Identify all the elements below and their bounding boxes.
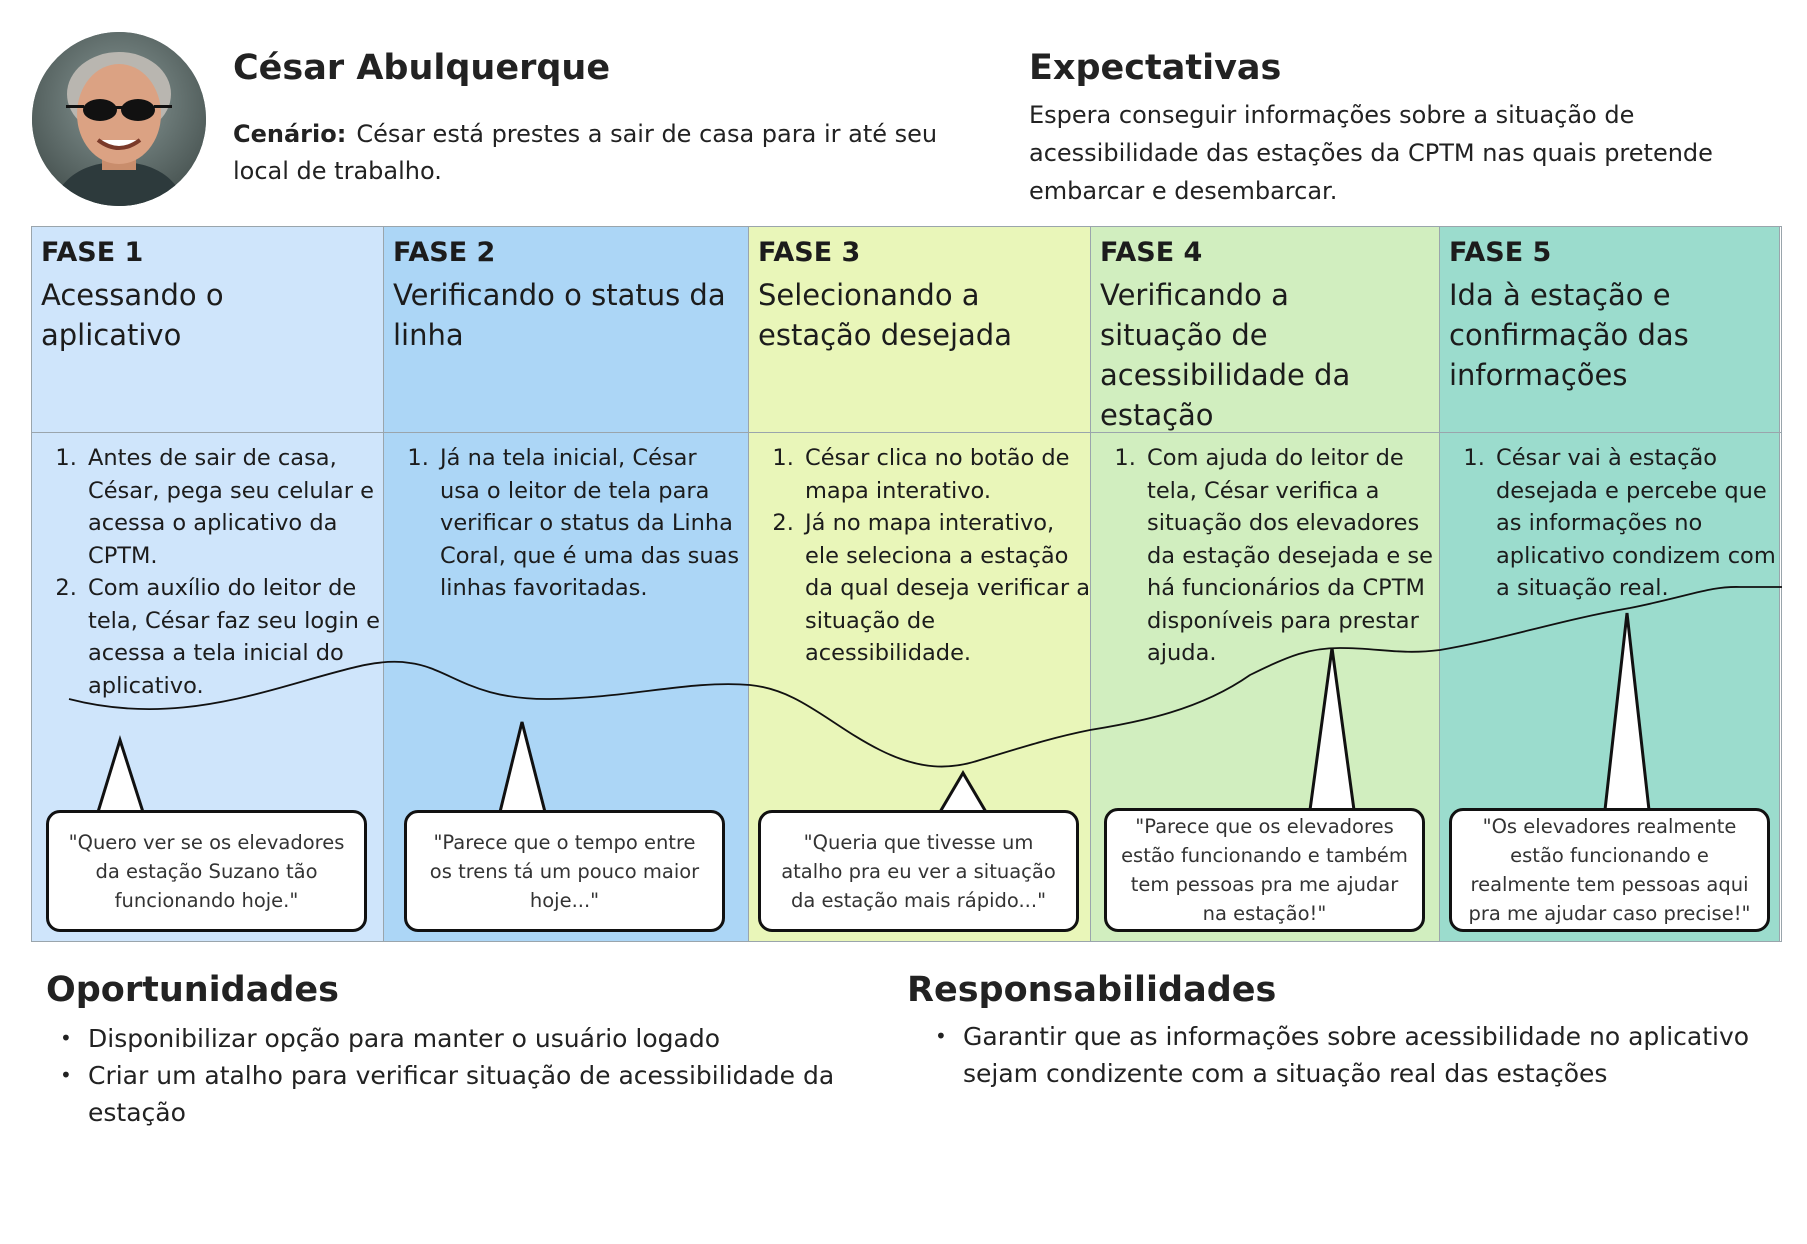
header-divider xyxy=(32,432,1781,433)
phase-steps: Já na tela inicial, César usa o leitor d… xyxy=(384,442,741,605)
phase-title: Acessando o aplicativo xyxy=(41,278,224,352)
step-item: Antes de sair de casa, César, pega seu c… xyxy=(84,442,384,572)
phase-steps: César vai à estação desejada e percebe q… xyxy=(1440,442,1782,605)
scenario-text: César está prestes a sair de casa para i… xyxy=(233,120,938,185)
step-item: Com auxílio do leitor de tela, César faz… xyxy=(84,572,384,702)
phase-steps: César clica no botão de mapa interativo.… xyxy=(749,442,1091,670)
phase-title: Ida à estação e confirmação das informaç… xyxy=(1449,278,1689,392)
step-item: César clica no botão de mapa interativo. xyxy=(801,442,1091,507)
responsibilities-title: Responsabilidades xyxy=(907,970,1277,1010)
phase-label: FASE 4 xyxy=(1100,237,1203,268)
step-item: Com ajuda do leitor de tela, César verif… xyxy=(1143,442,1433,670)
phase-label: FASE 3 xyxy=(758,237,861,268)
quote-bubble-3: "Queria que tivesse um atalho pra eu ver… xyxy=(758,810,1079,932)
persona-scenario: Cenário:César está prestes a sair de cas… xyxy=(233,116,973,190)
step-item: César vai à estação desejada e percebe q… xyxy=(1492,442,1782,605)
expectations-title: Expectativas xyxy=(1029,48,1282,88)
opportunities-title: Oportunidades xyxy=(46,970,339,1010)
quote-bubble-2: "Parece que o tempo entre os trens tá um… xyxy=(404,810,725,932)
quote-bubble-5: "Os elevadores realmente estão funcionan… xyxy=(1449,808,1770,932)
phase-title: Verificando o status da linha xyxy=(393,278,726,352)
phase-title: Selecionando a estação desejada xyxy=(758,278,1012,352)
phase-label: FASE 2 xyxy=(393,237,496,268)
phase-steps: Com ajuda do leitor de tela, César verif… xyxy=(1091,442,1433,670)
opportunity-item: Disponibilizar opção para manter o usuár… xyxy=(46,1020,846,1057)
persona-photo xyxy=(32,32,206,206)
phase-steps: Antes de sair de casa, César, pega seu c… xyxy=(32,442,384,702)
responsibilities-list: Garantir que as informações sobre acessi… xyxy=(921,1018,1761,1092)
phase-label: FASE 5 xyxy=(1449,237,1552,268)
quote-bubble-4: "Parece que os elevadores estão funciona… xyxy=(1104,808,1425,932)
step-item: Já no mapa interativo, ele seleciona a e… xyxy=(801,507,1091,670)
persona-avatar xyxy=(32,32,206,206)
expectations-text: Espera conseguir informações sobre a sit… xyxy=(1029,101,1713,205)
opportunities-list: Disponibilizar opção para manter o usuár… xyxy=(46,1020,846,1131)
phase-label: FASE 1 xyxy=(41,237,144,268)
scenario-label: Cenário: xyxy=(233,120,347,148)
phase-title: Verificando a situação de acessibilidade… xyxy=(1100,278,1351,432)
step-item: Já na tela inicial, César usa o leitor d… xyxy=(436,442,741,605)
persona-name: César Abulquerque xyxy=(233,48,611,88)
responsibility-item: Garantir que as informações sobre acessi… xyxy=(921,1018,1761,1092)
quote-bubble-1: "Quero ver se os elevadores da estação S… xyxy=(46,810,367,932)
opportunity-item: Criar um atalho para verificar situação … xyxy=(46,1057,846,1131)
